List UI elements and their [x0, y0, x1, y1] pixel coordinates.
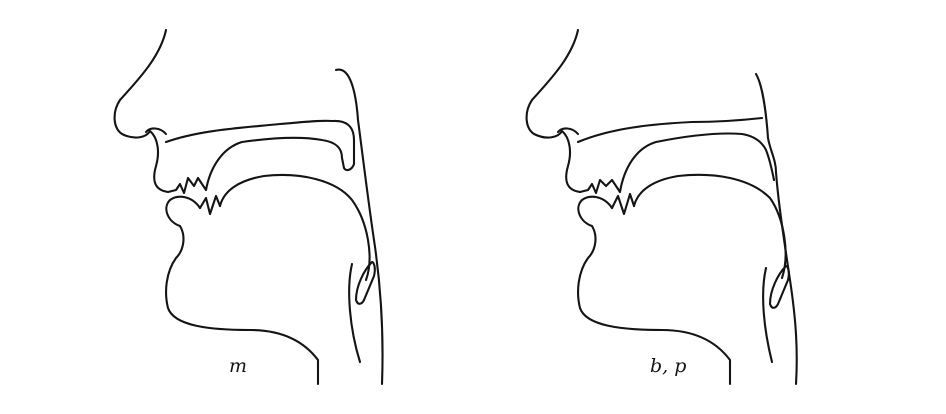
sagittal-section-b-p [527, 30, 797, 384]
face-profile-upper [527, 30, 580, 192]
pharynx-wall [336, 70, 383, 384]
tongue [220, 175, 370, 280]
larynx-front [349, 264, 360, 362]
caption-b-p: b, p [650, 356, 686, 376]
sagittal-section-m [115, 30, 383, 384]
pharynx-wall [756, 74, 797, 384]
face-profile-upper [115, 30, 168, 192]
lower-teeth [612, 194, 634, 214]
palate-and-velum [620, 133, 774, 192]
caption-m: m [229, 356, 247, 376]
palate-and-velum [206, 121, 354, 190]
lower-teeth [200, 196, 220, 214]
tongue [634, 175, 786, 278]
larynx-front [763, 268, 772, 362]
upper-teeth [168, 178, 206, 193]
epiglottis [356, 262, 375, 304]
upper-teeth [580, 180, 620, 193]
epiglottis [770, 266, 789, 308]
